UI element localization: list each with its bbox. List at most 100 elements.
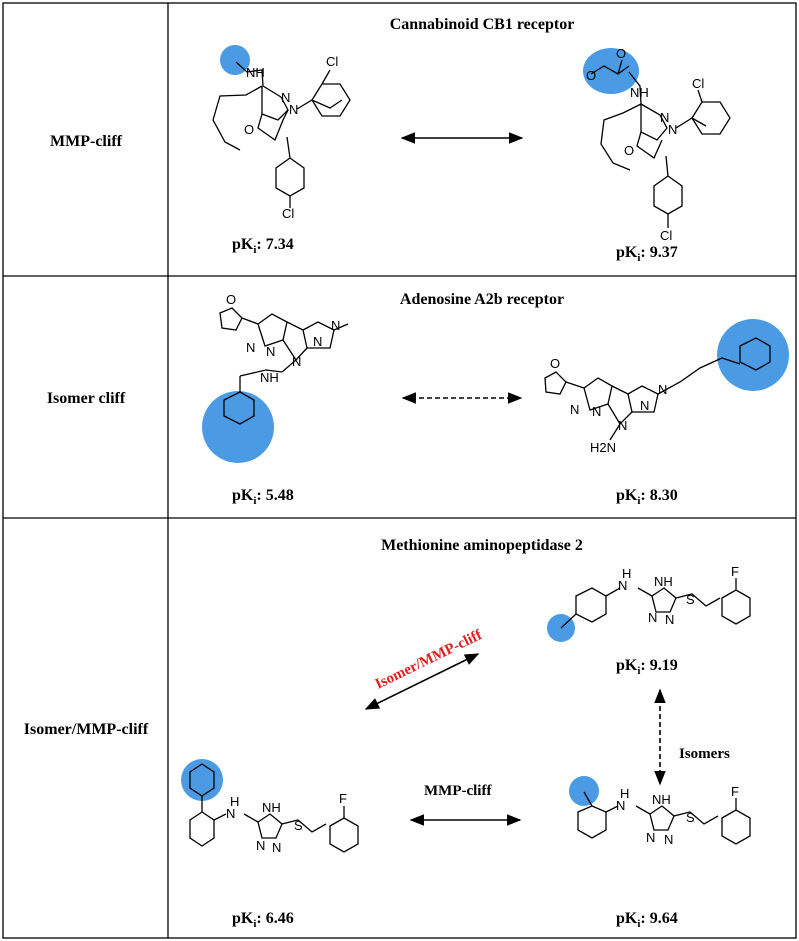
atom-n: N — [272, 840, 281, 855]
pki-value: 5.48 — [266, 487, 294, 504]
pki-prefix: pK — [232, 910, 254, 927]
atom-n: N — [289, 102, 298, 117]
atom-h2n: H2N — [590, 440, 616, 455]
atom-n: N — [648, 610, 657, 625]
pki-colon: : — [256, 487, 265, 504]
atom-n: N — [668, 122, 677, 137]
pki-value: 7.34 — [266, 236, 294, 253]
molecular-structures — [189, 59, 771, 853]
atom-cl: Cl — [282, 206, 294, 221]
highlight-metap2-phenyl — [181, 759, 223, 801]
atom-n: N — [664, 832, 673, 847]
atom-s: S — [294, 818, 303, 833]
atom-cl: Cl — [660, 228, 672, 243]
pki-subscript: i — [637, 252, 640, 264]
atom-n: N — [246, 340, 255, 355]
atom-cl: Cl — [326, 54, 338, 69]
atom-s: S — [686, 592, 695, 607]
atom-n: N — [665, 612, 674, 627]
pki-subscript: i — [253, 495, 256, 507]
atom-o: O — [624, 143, 634, 158]
pki-value: 6.46 — [266, 910, 294, 927]
highlight-metap2-ortho-methyl — [569, 776, 599, 806]
pki-prefix: pK — [616, 657, 638, 674]
atom-n: N — [292, 354, 301, 369]
atom-n: N — [660, 110, 669, 125]
atom-o: O — [244, 122, 254, 137]
row-label-isomer-mmp-cliff: Isomer/MMP-cliff — [24, 721, 149, 738]
atom-h: H — [230, 794, 239, 809]
pki-subscript: i — [637, 918, 640, 930]
pki-colon: : — [256, 236, 265, 253]
row-label-mmp-cliff: MMP-cliff — [50, 133, 123, 150]
pki-value: 9.37 — [650, 244, 678, 261]
target-title-metap2: Methionine aminopeptidase 2 — [381, 537, 583, 554]
atom-nh: NH — [246, 65, 265, 80]
pki-cb1-left: pKi: 7.34 — [232, 236, 294, 256]
atom-nh: NH — [262, 800, 281, 815]
atom-o: O — [226, 292, 236, 307]
pki-colon: : — [640, 910, 649, 927]
pki-prefix: pK — [616, 910, 638, 927]
atom-n: N — [658, 382, 667, 397]
structure-metap2-top-right — [560, 578, 751, 629]
pki-values: pKi: 7.34 pKi: 9.37 pKi: 5.48 pKi: 8.30 … — [232, 236, 678, 930]
atom-nh: NH — [652, 792, 671, 807]
pki-colon: : — [640, 487, 649, 504]
atom-n: N — [266, 344, 275, 359]
isomers-label: Isomers — [679, 746, 730, 762]
pki-value: 9.64 — [650, 910, 678, 927]
highlight-a2b-phenethyl — [717, 319, 789, 391]
atom-nh: NH — [630, 85, 649, 100]
atom-h: H — [620, 786, 629, 801]
mmp-cliff-label-metap2: MMP-cliff — [424, 783, 492, 799]
atom-s: S — [686, 810, 695, 825]
row-label-isomer-cliff: Isomer cliff — [47, 390, 126, 407]
atom-nh: NH — [260, 370, 279, 385]
atom-n: N — [281, 90, 290, 105]
pki-subscript: i — [637, 665, 640, 677]
atom-h: H — [622, 566, 631, 581]
structure-metap2-bottom-left — [189, 763, 359, 853]
pki-subscript: i — [637, 495, 640, 507]
pki-prefix: pK — [232, 487, 254, 504]
atom-n: N — [570, 402, 579, 417]
atom-labels: NH N N O Cl Cl O O NH N N O Cl Cl O N N … — [226, 46, 739, 855]
highlight-a2b-benzyl — [202, 391, 274, 463]
atom-o: O — [586, 68, 596, 83]
pki-prefix: pK — [232, 236, 254, 253]
structure-a2b-right — [544, 337, 771, 441]
atom-nh: NH — [654, 574, 673, 589]
target-title-cb1: Cannabinoid CB1 receptor — [390, 16, 575, 33]
atom-f: F — [731, 784, 739, 799]
pki-value: 9.19 — [650, 657, 678, 674]
atom-n: N — [313, 334, 322, 349]
atom-n: N — [331, 318, 340, 333]
atom-n: N — [640, 398, 649, 413]
pki-value: 8.30 — [650, 487, 678, 504]
pki-prefix: pK — [616, 487, 638, 504]
atom-n: N — [618, 578, 627, 593]
pki-colon: : — [256, 910, 265, 927]
atom-n: N — [616, 798, 625, 813]
pki-metap2-top-right: pKi: 9.19 — [616, 657, 678, 677]
relation-arrows — [364, 132, 666, 826]
structure-cb1-left — [212, 61, 351, 208]
pki-prefix: pK — [616, 244, 638, 261]
pki-subscript: i — [253, 244, 256, 256]
atom-cl: Cl — [692, 76, 704, 91]
structure-a2b-left — [219, 307, 349, 425]
pki-metap2-bottom-right: pKi: 9.64 — [616, 910, 678, 930]
atom-n: N — [226, 806, 235, 821]
atom-n: N — [618, 418, 627, 433]
atom-o: O — [550, 356, 560, 371]
pki-colon: : — [640, 657, 649, 674]
pki-colon: : — [640, 244, 649, 261]
highlight-cb1-carbamate — [583, 48, 639, 94]
target-title-a2b: Adenosine A2b receptor — [400, 291, 564, 308]
pki-metap2-bottom-left: pKi: 6.46 — [232, 910, 294, 930]
isomer-mmp-cliff-arrow — [364, 653, 480, 710]
